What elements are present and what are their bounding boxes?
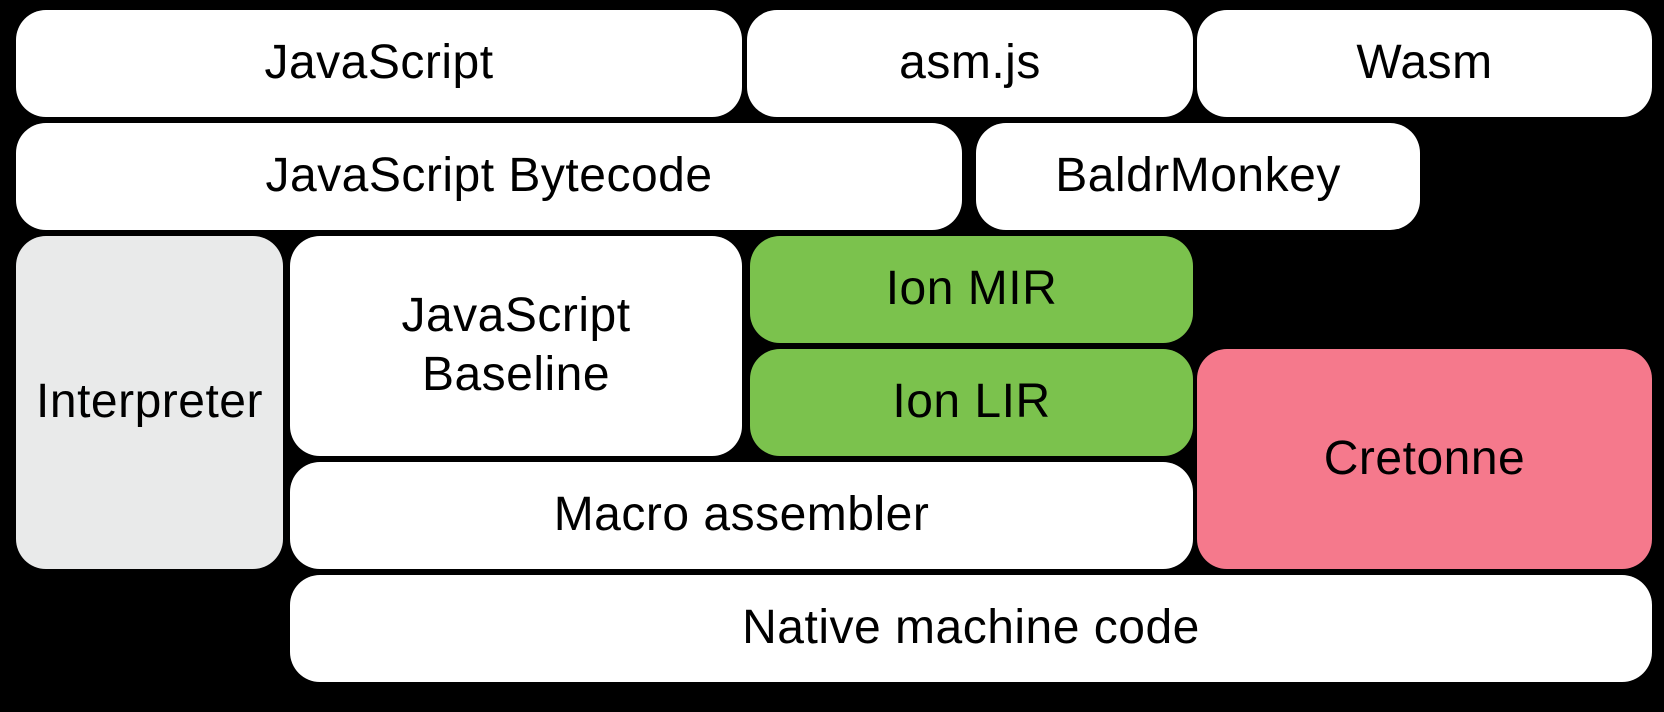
node-javascript: JavaScript	[16, 10, 742, 117]
node-javascript-baseline: JavaScript Baseline	[290, 236, 742, 456]
node-interpreter: Interpreter	[16, 236, 283, 569]
node-ion-lir: Ion LIR	[750, 349, 1193, 456]
node-label-native-machine-code: Native machine code	[742, 601, 1200, 655]
node-label-javascript-bytecode: JavaScript Bytecode	[265, 149, 713, 203]
node-ion-mir: Ion MIR	[750, 236, 1193, 343]
node-label-javascript-baseline: JavaScript Baseline	[401, 289, 631, 401]
node-cretonne: Cretonne	[1197, 349, 1652, 569]
node-label-ion-lir: Ion LIR	[892, 375, 1051, 429]
node-label-javascript: JavaScript	[264, 36, 494, 90]
node-label-macro-assembler: Macro assembler	[553, 488, 930, 542]
node-javascript-bytecode: JavaScript Bytecode	[16, 123, 962, 230]
node-asmjs: asm.js	[747, 10, 1193, 117]
node-wasm: Wasm	[1197, 10, 1652, 117]
node-label-cretonne: Cretonne	[1323, 431, 1526, 485]
node-label-asmjs: asm.js	[899, 36, 1041, 90]
node-baldrmonkey: BaldrMonkey	[976, 123, 1420, 230]
node-label-baldrmonkey: BaldrMonkey	[1055, 149, 1341, 203]
node-label-wasm: Wasm	[1356, 36, 1493, 90]
node-native-machine-code: Native machine code	[290, 575, 1652, 682]
node-macro-assembler: Macro assembler	[290, 462, 1193, 569]
node-label-ion-mir: Ion MIR	[885, 262, 1058, 316]
node-label-interpreter: Interpreter	[36, 375, 263, 429]
